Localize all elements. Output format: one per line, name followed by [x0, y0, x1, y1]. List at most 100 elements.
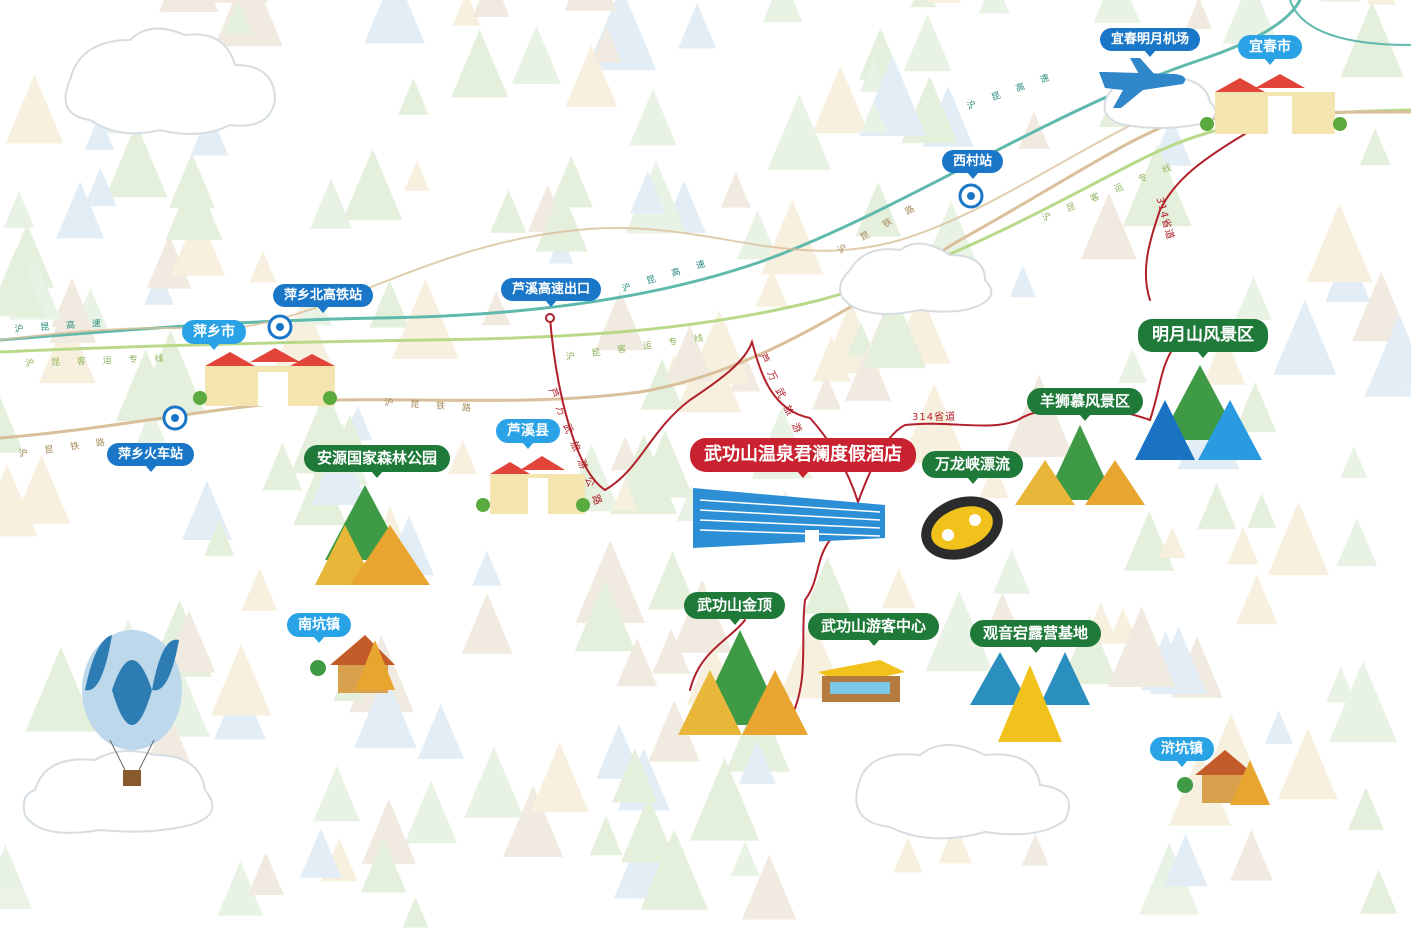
background-tree: [1359, 869, 1398, 914]
provincial-314-line: [857, 349, 1173, 503]
label-luxi-county[interactable]: 芦溪县: [496, 419, 560, 449]
background-tree: [262, 442, 303, 491]
background-tree: [481, 290, 511, 326]
background-tree: [589, 816, 623, 856]
label-yichun-airport[interactable]: 宜春明月机场: [1100, 28, 1201, 57]
background-tree: [1364, 314, 1411, 397]
background-tree: [564, 0, 617, 11]
background-tree: [51, 277, 93, 327]
background-tree: [241, 568, 278, 611]
label-wugongshan-summit[interactable]: 武功山金顶: [684, 592, 786, 625]
background-tree: [247, 852, 284, 896]
background-tree: [511, 25, 562, 85]
background-tree: [574, 578, 636, 652]
background-tree: [353, 673, 417, 749]
background-tree: [249, 250, 277, 283]
cabin: [310, 635, 395, 693]
background-tree: [1107, 606, 1176, 687]
background-tree: [803, 556, 852, 615]
summit-road-line: [789, 539, 831, 721]
background-tree: [1060, 616, 1118, 685]
background-tree: [275, 297, 333, 366]
background-tree: [1340, 445, 1368, 478]
label-wanlong-rafting[interactable]: 万龙峡漂流: [922, 451, 1024, 484]
background-tree: [565, 44, 618, 107]
hukun-highway-line-2: [1289, 0, 1411, 46]
background-tree: [612, 479, 639, 511]
camping-tent: [970, 652, 1090, 742]
background-tree: [629, 171, 666, 214]
airplane-icon: [1099, 58, 1186, 108]
background-tree: [214, 0, 283, 47]
mountain-peak: [315, 485, 430, 585]
background-tree: [0, 247, 46, 317]
background-tree: [652, 628, 691, 674]
provincial-314-north: [1144, 127, 1256, 301]
background-tree: [741, 854, 797, 920]
background-tree: [472, 550, 502, 586]
background-tree: [549, 155, 593, 208]
background-tree: [1229, 829, 1273, 881]
background-tree: [811, 374, 842, 410]
train-station-icon: [162, 405, 188, 431]
background-tree: [211, 643, 272, 716]
background-tree: [1235, 574, 1278, 625]
background-tree: [1247, 493, 1277, 529]
background-tree: [762, 0, 803, 23]
background-tree: [448, 439, 478, 475]
background-tree: [720, 172, 751, 208]
label-guanyinsu-camp[interactable]: 观音宕露营基地: [970, 620, 1102, 653]
background-tree: [0, 844, 33, 909]
label-yichun-city[interactable]: 宜春市: [1238, 35, 1302, 65]
background-tree: [1163, 833, 1208, 887]
background-tree: [636, 430, 694, 498]
label-nankeng-town[interactable]: 南坑镇: [287, 613, 351, 643]
background-tree: [979, 462, 1009, 499]
label-xicun-station[interactable]: 西村站: [942, 150, 1004, 179]
background-tree: [1273, 299, 1337, 375]
label-yangshimu-area[interactable]: 羊狮慕风景区: [1027, 388, 1144, 421]
background-tree: [988, 592, 1017, 627]
train-station-icon: [958, 183, 984, 209]
hot-air-balloon: [82, 630, 182, 786]
background-tree: [451, 29, 509, 98]
background-tree: [1080, 192, 1137, 260]
label-hotel[interactable]: 武功山温泉君澜度假酒店: [690, 438, 916, 478]
label-jiangkeng-town[interactable]: 浒坑镇: [1150, 737, 1214, 767]
background-tree: [503, 785, 564, 857]
background-tree: [398, 78, 429, 115]
background-tree: [360, 838, 407, 893]
label-luxi-exit[interactable]: 芦溪高速出口: [501, 278, 602, 307]
background-tree: [860, 100, 888, 133]
town-buildings: [476, 456, 590, 514]
cloud: [64, 27, 277, 135]
label-pingxiang-city[interactable]: 萍乡市: [182, 320, 246, 350]
rafting-boat: [921, 496, 1003, 560]
background-tree: [648, 700, 701, 762]
label-anyuan-forest-park[interactable]: 安源国家森林公园: [304, 445, 451, 478]
background-tree: [162, 610, 216, 673]
background-tree: [1159, 526, 1186, 559]
background-tree: [938, 823, 972, 864]
background-tree: [1264, 710, 1293, 744]
background-tree: [417, 703, 465, 759]
background-tree: [464, 746, 524, 818]
background-tree: [1325, 667, 1356, 703]
label-visitor-center[interactable]: 武功山游客中心: [808, 613, 940, 646]
background-tree: [760, 199, 824, 275]
background-tree: [620, 796, 677, 863]
train-station-icon: [267, 314, 293, 340]
background-tree: [640, 829, 709, 910]
label-pingxiang-north-station[interactable]: 萍乡北高铁站: [273, 284, 374, 313]
label-mingyueshan-area[interactable]: 明月山风景区: [1138, 319, 1268, 358]
background-tree: [861, 291, 927, 369]
background-tree: [1267, 501, 1330, 576]
background-tree: [677, 2, 717, 49]
background-tree: [309, 178, 353, 229]
background-tree: [56, 181, 105, 239]
background-tree: [115, 349, 176, 422]
background-tree: [313, 765, 361, 822]
label-pingxiang-station[interactable]: 萍乡火车站: [107, 443, 195, 472]
